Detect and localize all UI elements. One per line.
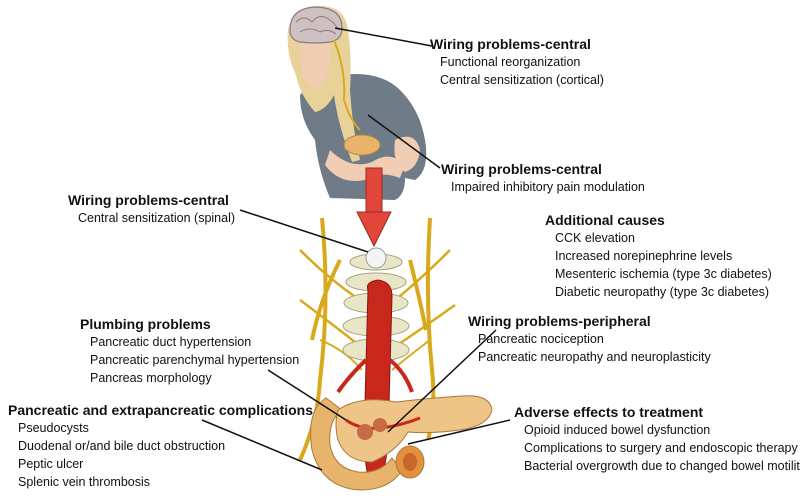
list-item: Splenic vein thrombosis <box>18 475 151 489</box>
list-item: Pseudocysts <box>18 421 89 435</box>
list-item: Mesenteric ischemia (type 3c diabetes) <box>555 267 772 281</box>
block-title: Additional causes <box>545 212 665 228</box>
patient-figure <box>287 5 427 200</box>
central-spinal-block: Wiring problems-central Central sensitiz… <box>68 192 235 227</box>
peripheral-block: Wiring problems-peripheral Pancreatic no… <box>468 313 711 366</box>
list-item: Increased norepinephrine levels <box>555 249 733 263</box>
block-title: Wiring problems-central <box>430 36 591 52</box>
neural-pathway <box>333 39 361 131</box>
list-item: Bacterial overgrowth due to changed bowe… <box>524 459 800 473</box>
adverse-effects-block: Adverse effects to treatment Opioid indu… <box>514 404 800 475</box>
plumbing-problems-block: Plumbing problems Pancreatic duct hypert… <box>80 316 299 387</box>
list-item: Duodenal or/and bile duct obstruction <box>18 439 226 453</box>
pancreas <box>335 395 493 463</box>
block-title: Wiring problems-central <box>441 161 602 177</box>
down-arrow-icon <box>356 167 392 248</box>
list-item: Impaired inhibitory pain modulation <box>451 180 645 194</box>
list-item: CCK elevation <box>555 231 635 245</box>
pancreas-small <box>343 134 381 156</box>
block-title: Pancreatic and extrapancreatic complicat… <box>8 402 314 418</box>
block-title: Adverse effects to treatment <box>514 404 704 420</box>
list-item: Peptic ulcer <box>18 457 84 471</box>
face <box>300 31 330 88</box>
list-item: Pancreatic duct hypertension <box>90 335 252 349</box>
list-item: Pancreas morphology <box>90 371 212 385</box>
list-item: Pancreatic neuropathy and neuroplasticit… <box>478 350 711 364</box>
list-item: Opioid induced bowel dysfunction <box>524 423 711 437</box>
additional-causes-block: Additional causes CCK elevation Increase… <box>545 212 772 301</box>
central-cortical-block: Wiring problems-central Functional reorg… <box>430 36 604 89</box>
list-item: Functional reorganization <box>440 55 581 69</box>
complications-block: Pancreatic and extrapancreatic complicat… <box>8 402 313 491</box>
block-title: Wiring problems-central <box>68 192 229 208</box>
list-item: Pancreatic parenchymal hypertension <box>90 353 300 367</box>
hand <box>394 136 420 172</box>
list-item: Central sensitization (spinal) <box>78 211 236 225</box>
arm <box>325 150 405 181</box>
block-title: Wiring problems-peripheral <box>468 313 651 329</box>
pancreas-duodenum <box>310 395 493 491</box>
leader-lines <box>201 27 511 471</box>
central-inhibitory-block: Wiring problems-central Impaired inhibit… <box>441 161 645 196</box>
brain-icon <box>289 6 343 44</box>
list-item: Pancreatic nociception <box>478 332 604 346</box>
list-item: Diabetic neuropathy (type 3c diabetes) <box>555 285 770 299</box>
block-title: Plumbing problems <box>80 316 211 332</box>
list-item: Complications to surgery and endoscopic … <box>524 441 798 455</box>
list-item: Central sensitization (cortical) <box>440 73 604 87</box>
